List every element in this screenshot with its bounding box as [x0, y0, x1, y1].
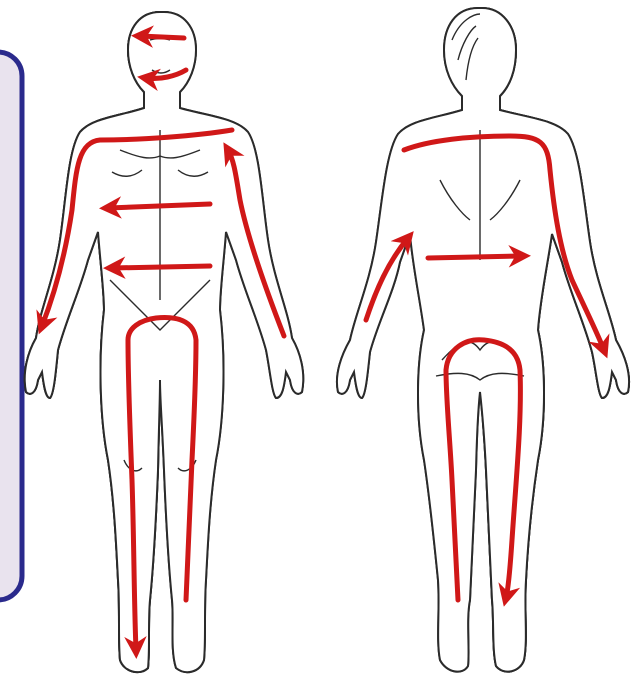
front-body-outline-stroke [25, 12, 304, 672]
arrow-waist [112, 266, 210, 268]
arrow-back-waist [428, 256, 522, 258]
back-figure [337, 8, 629, 672]
arrow-forehead [140, 36, 184, 38]
front-figure [25, 12, 304, 672]
side-panel [0, 52, 22, 600]
